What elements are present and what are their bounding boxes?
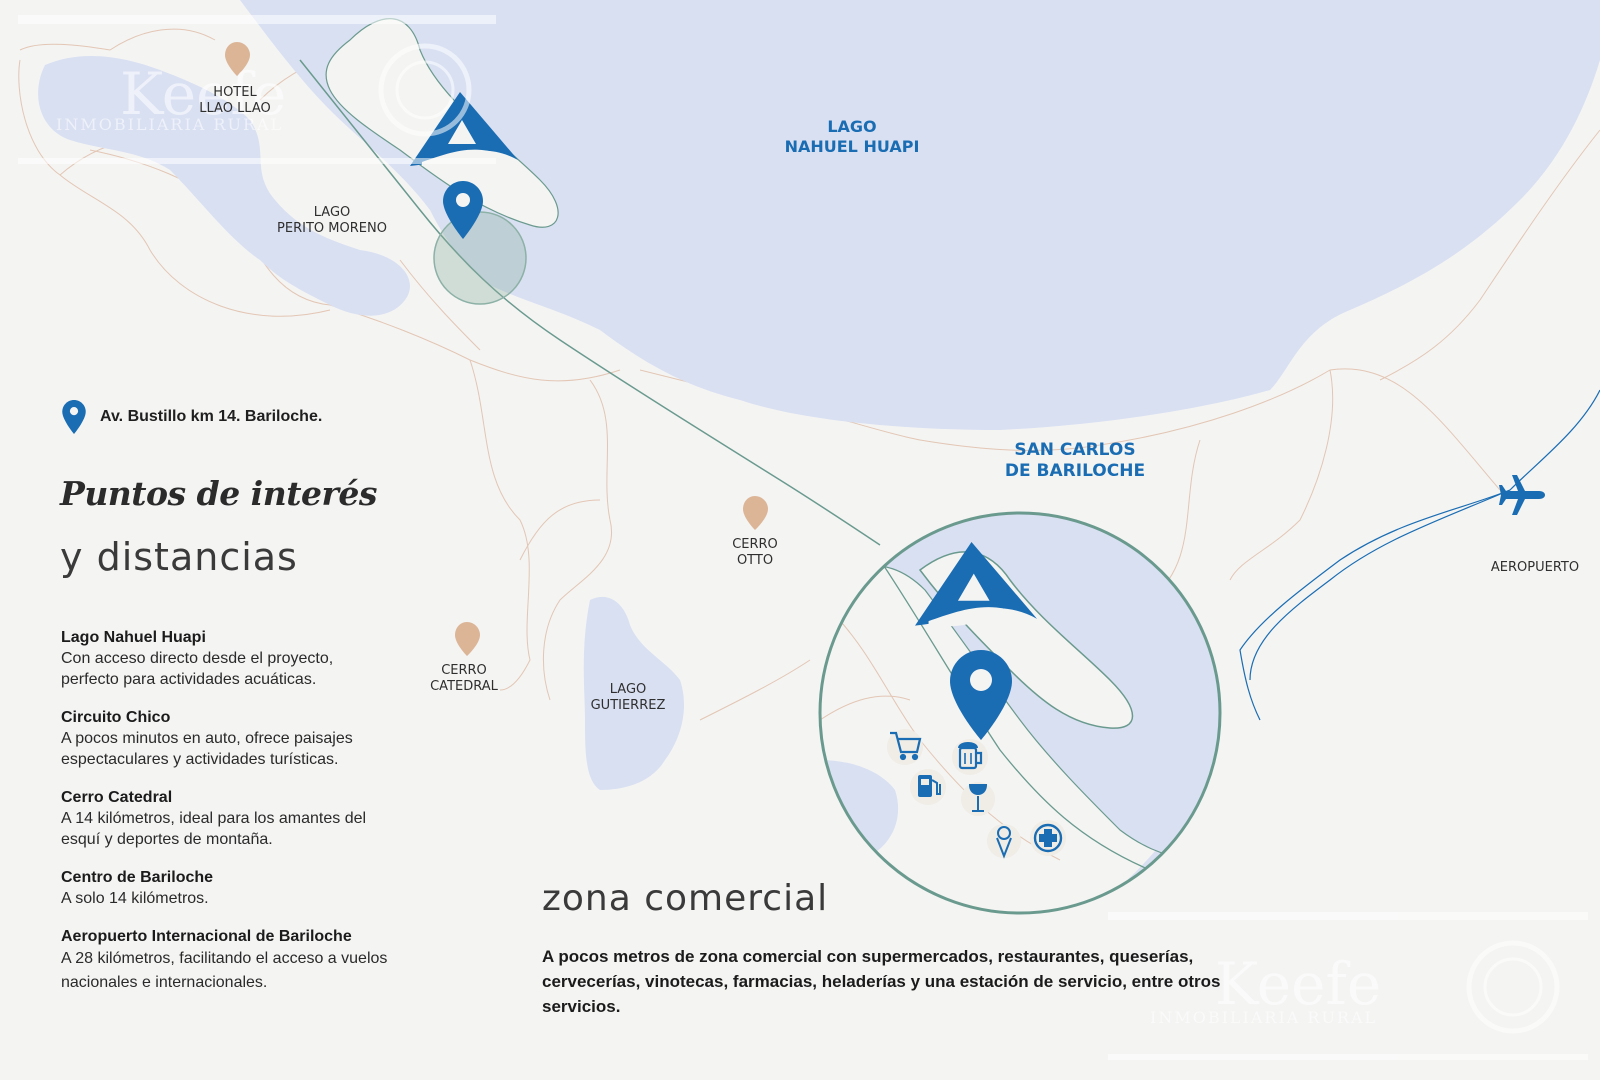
lago-gutierrez-water bbox=[583, 596, 685, 790]
poi-description: A 28 kilómetros, facilitando el acceso a… bbox=[61, 950, 388, 991]
poi-name: Lago Nahuel Huapi bbox=[61, 629, 206, 646]
river-line bbox=[1239, 389, 1600, 721]
label-hotel-llao-llao: HOTEL LLAO LLAO bbox=[199, 85, 271, 116]
list-item: Centro de Bariloche A solo 14 kilómetros… bbox=[61, 867, 461, 909]
list-item: Aeropuerto Internacional de Bariloche A … bbox=[61, 926, 461, 995]
list-item: Cerro Catedral A 14 kilómetros, ideal pa… bbox=[61, 787, 461, 850]
zona-comercial-title: zona comercial bbox=[542, 878, 829, 919]
medical-cross-icon bbox=[1033, 823, 1063, 853]
beer-mug-icon bbox=[958, 742, 983, 770]
project-area-circle bbox=[433, 211, 527, 305]
contour-lines bbox=[18, 28, 1600, 721]
list-item: Lago Nahuel Huapi Con acceso directo des… bbox=[61, 627, 461, 690]
poi-name: Centro de Bariloche bbox=[61, 869, 214, 886]
poi-description: A pocos minutos en auto, ofrece paisajes… bbox=[61, 730, 353, 768]
ice-cream-icon bbox=[996, 826, 1012, 859]
watermark-top-left bbox=[18, 15, 496, 164]
location-pin-icon bbox=[62, 400, 86, 434]
label-lago-nahuel-huapi: LAGO NAHUEL HUAPI bbox=[784, 117, 920, 156]
heading-puntos-de-interes: Puntos de interés bbox=[60, 474, 377, 513]
address-row: Av. Bustillo km 14. Bariloche. bbox=[62, 400, 322, 434]
zoom-inset bbox=[818, 511, 1222, 915]
address-text: Av. Bustillo km 14. Bariloche. bbox=[100, 408, 323, 425]
label-aeropuerto: AEROPUERTO bbox=[1490, 560, 1580, 575]
watermark-bottom-right bbox=[1108, 912, 1588, 1060]
poi-description: Con acceso directo desde el proyecto, pe… bbox=[61, 650, 334, 688]
wine-glass-icon bbox=[968, 784, 988, 812]
poi-name: Cerro Catedral bbox=[61, 789, 173, 806]
river-branch bbox=[1249, 489, 1511, 681]
poi-name: Aeropuerto Internacional de Bariloche bbox=[61, 928, 352, 945]
label-san-carlos-de-bariloche: SAN CARLOS DE BARILOCHE bbox=[1004, 440, 1146, 481]
shopping-cart-icon bbox=[890, 731, 922, 761]
label-lago-perito-moreno: LAGO PERITO MORENO bbox=[277, 205, 387, 236]
zona-comercial-description: A pocos metros de zona comercial con sup… bbox=[542, 947, 1221, 1016]
heading-distancias: y distancias bbox=[60, 535, 298, 579]
poi-description: A solo 14 kilómetros. bbox=[61, 890, 209, 907]
fuel-pump-icon bbox=[918, 775, 941, 797]
hotel-llao-llao-marker bbox=[225, 42, 250, 76]
label-lago-gutierrez: LAGO GUTIERREZ bbox=[590, 682, 666, 713]
points-of-interest-list: Lago Nahuel Huapi Con acceso directo des… bbox=[61, 627, 461, 1012]
airplane-icon bbox=[1499, 475, 1545, 515]
lago-nahuel-huapi-water bbox=[240, 0, 1600, 430]
location-pin-icon bbox=[950, 650, 1012, 740]
poi-description: A 14 kilómetros, ideal para los amantes … bbox=[61, 810, 367, 848]
list-item: Circuito Chico A pocos minutos en auto, … bbox=[61, 707, 461, 770]
amenity-icons bbox=[887, 729, 1066, 859]
cerro-otto-marker bbox=[743, 496, 768, 530]
label-cerro-catedral: CERRO CATEDRAL bbox=[430, 663, 498, 694]
location-pin-icon bbox=[443, 181, 483, 239]
poi-name: Circuito Chico bbox=[61, 709, 171, 726]
lago-perito-moreno-water bbox=[38, 55, 410, 316]
brand-logo-icon bbox=[915, 542, 1038, 627]
label-cerro-otto: CERRO OTTO bbox=[732, 537, 778, 568]
cerro-catedral-marker bbox=[455, 622, 480, 656]
